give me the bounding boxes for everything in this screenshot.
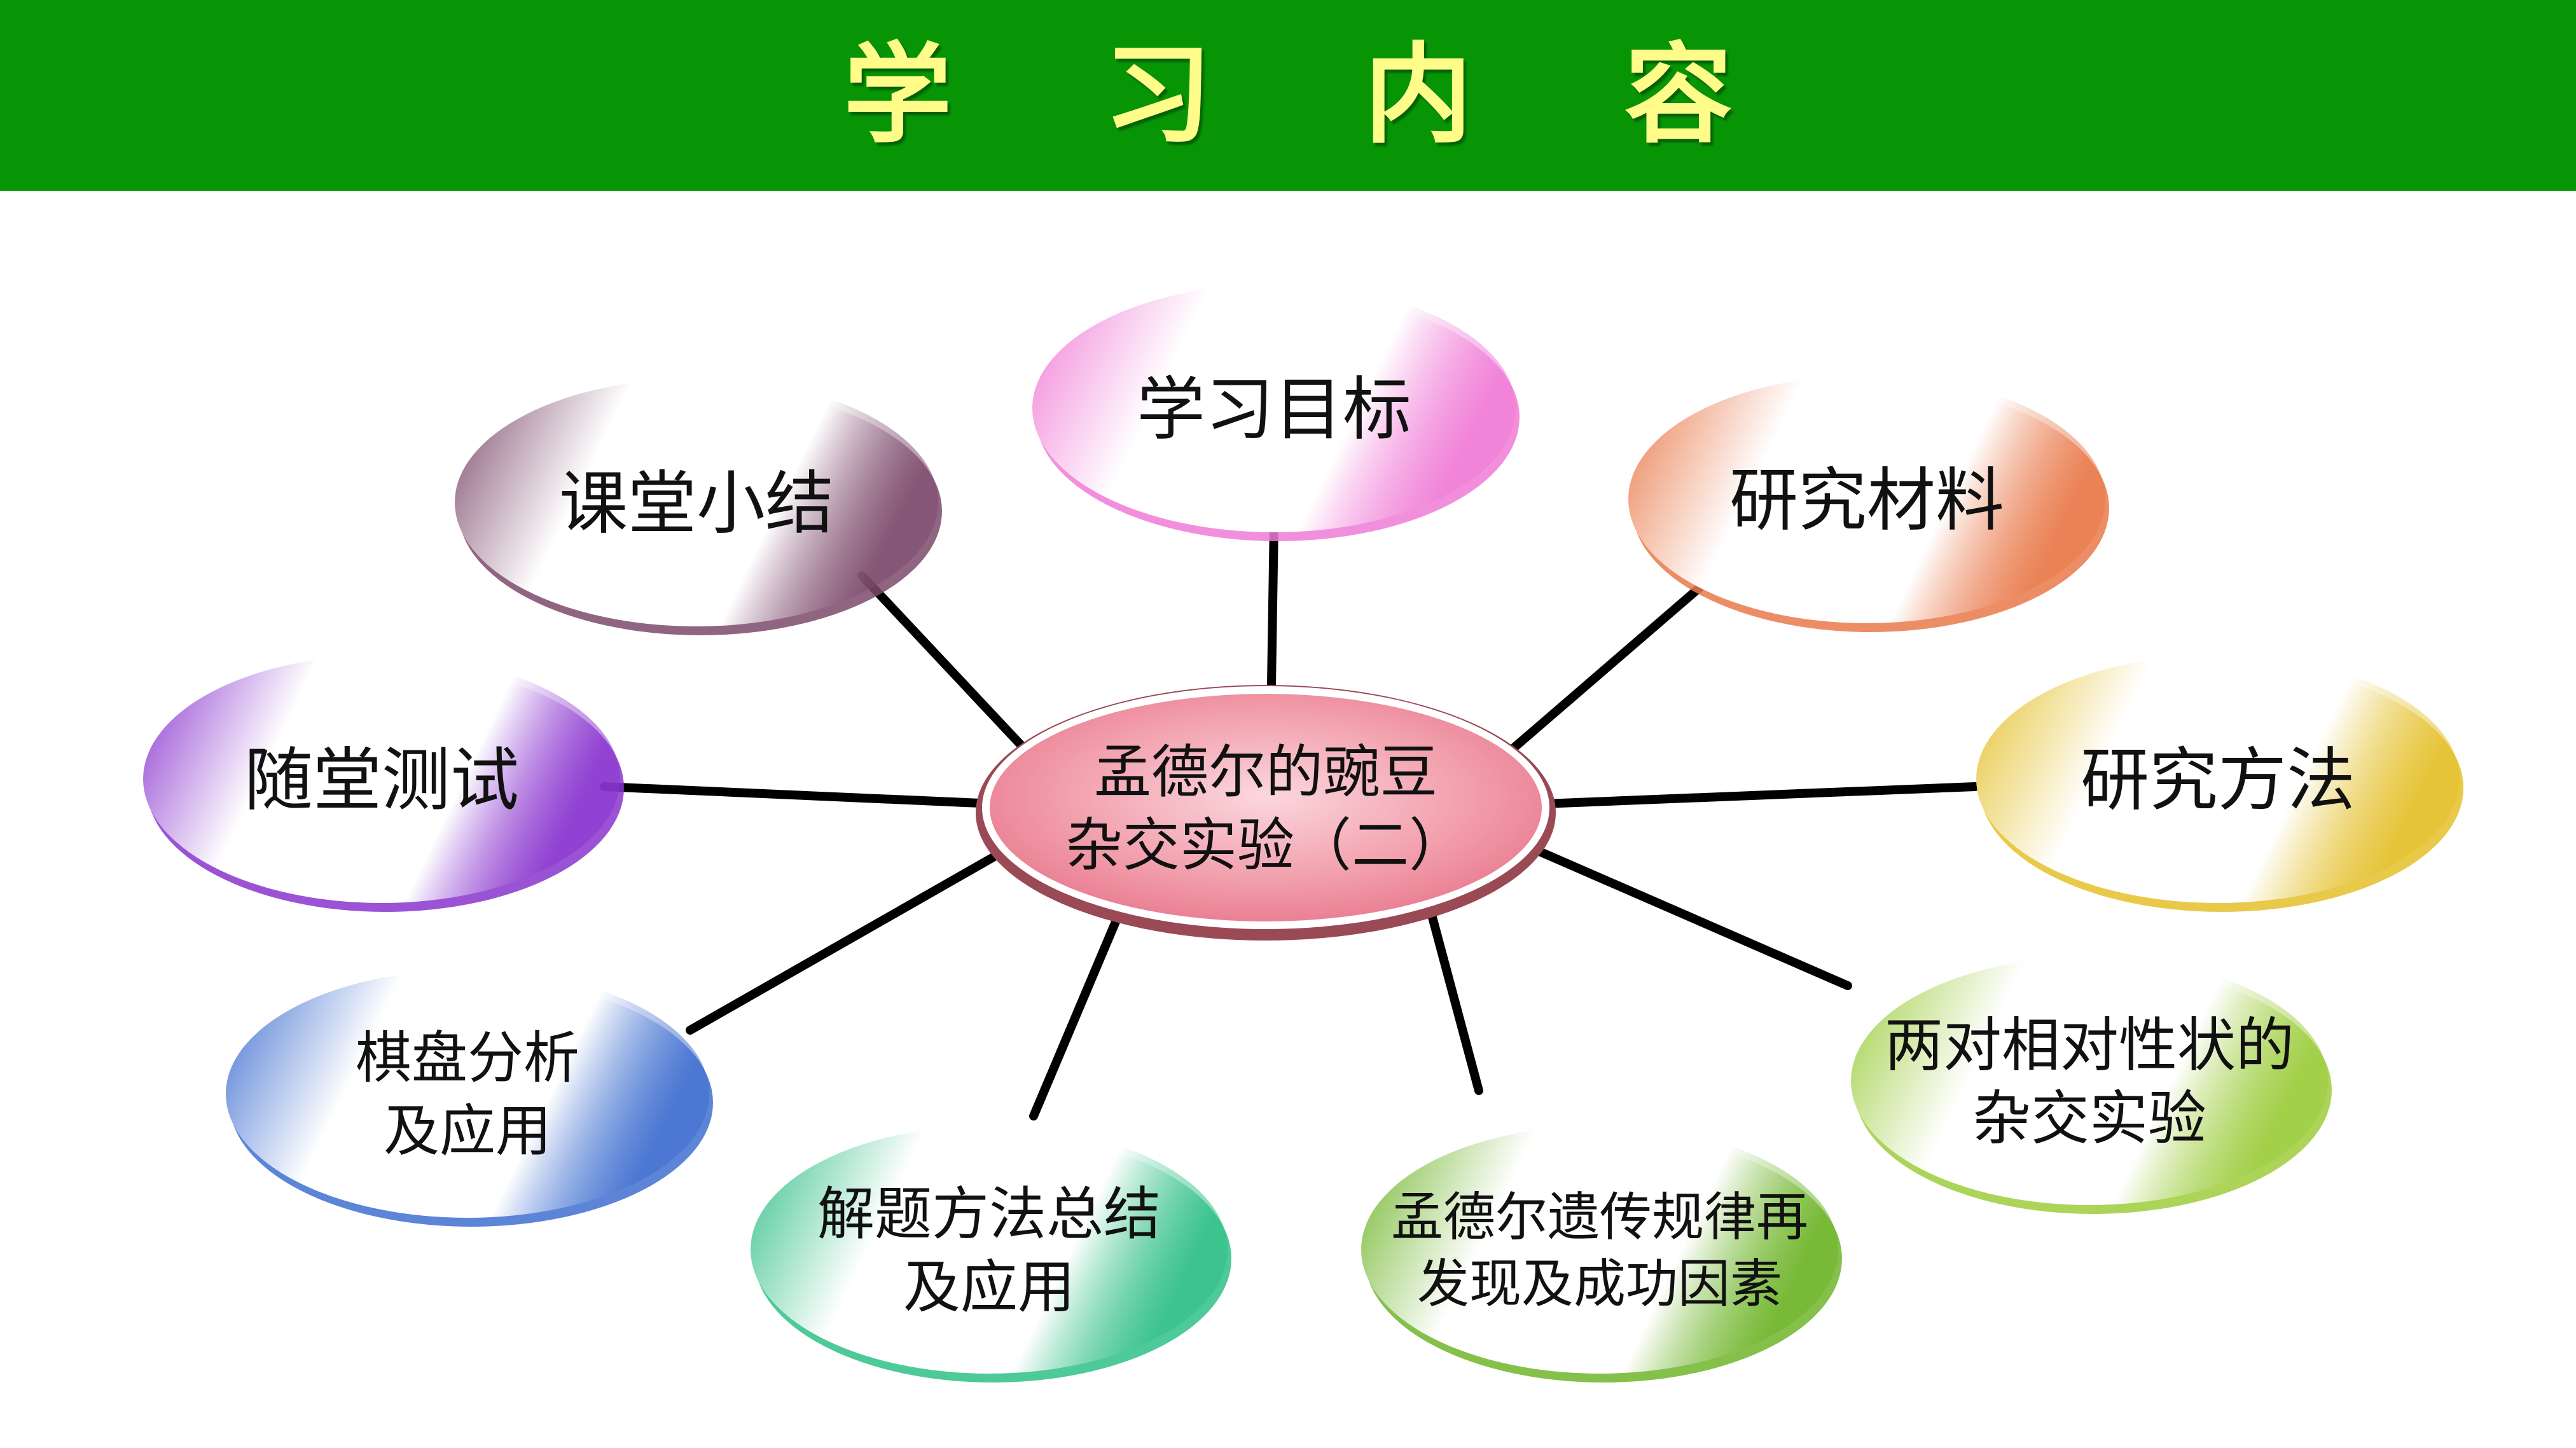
node-summary-label-0: 课堂小结 — [559, 464, 834, 544]
node-twopair-label-0: 两对相对性状的 — [1885, 1012, 2294, 1080]
node-checker-label-0: 棋盘分析 — [356, 1025, 579, 1091]
node-goal[interactable]: 学习目标 — [1032, 284, 1520, 541]
node-material[interactable]: 研究材料 — [1628, 375, 2109, 632]
connector-solve — [1029, 897, 1129, 1120]
node-checker-label-1: 及应用 — [384, 1098, 551, 1164]
title-banner: 学 习 内 容 — [0, 0, 2576, 191]
node-goal-label-0: 学习目标 — [1137, 370, 1411, 450]
node-twopair-ellipse — [1851, 957, 2328, 1205]
node-rediscover-ellipse — [1361, 1126, 1838, 1374]
node-method-label-0: 研究方法 — [2081, 741, 2355, 820]
node-solve-ellipse — [751, 1126, 1228, 1374]
node-material-label-0: 研究材料 — [1729, 461, 2004, 541]
connector-method — [1528, 782, 1979, 809]
node-summary-ellipse — [455, 378, 938, 626]
center-node-label-1: 杂交实验（二） — [1065, 812, 1466, 879]
connector-lines — [600, 520, 1979, 1120]
node-checker-ellipse — [226, 970, 709, 1218]
connector-goal — [1266, 520, 1278, 701]
center-node-ellipse — [990, 694, 1542, 921]
connector-checker — [686, 841, 1019, 1035]
center-node-label-0: 孟德尔的豌豆 — [1094, 739, 1437, 806]
connector-twopair — [1514, 838, 1852, 990]
node-twopair-label-1: 杂交实验 — [1972, 1085, 2206, 1153]
node-summary[interactable]: 课堂小结 — [455, 378, 942, 635]
node-test[interactable]: 随堂测试 — [143, 655, 624, 912]
node-test-label-0: 随堂测试 — [244, 741, 519, 820]
node-material-ellipse — [1628, 375, 2105, 623]
node-rediscover-label-1: 发现及成功因素 — [1417, 1254, 1782, 1314]
connector-summary — [857, 571, 1035, 760]
node-method[interactable]: 研究方法 — [1976, 655, 2463, 912]
node-solve-label-1: 及应用 — [903, 1254, 1075, 1321]
node-test-ellipse — [143, 655, 620, 903]
connector-material — [1499, 568, 1722, 762]
node-rediscover-label-0: 孟德尔遗传规律再 — [1391, 1187, 1808, 1248]
node-goal-ellipse — [1032, 284, 1516, 532]
connector-rediscover — [1422, 892, 1483, 1095]
node-method-ellipse — [1976, 655, 2460, 903]
connector-test — [600, 782, 1004, 809]
page-title: 学 习 内 容 — [843, 32, 1790, 158]
node-solve-label-0: 解题方法总结 — [817, 1181, 1161, 1248]
topic-nodes: 学习目标研究材料研究方法两对相对性状的杂交实验孟德尔遗传规律再发现及成功因素解题… — [143, 284, 2463, 1382]
